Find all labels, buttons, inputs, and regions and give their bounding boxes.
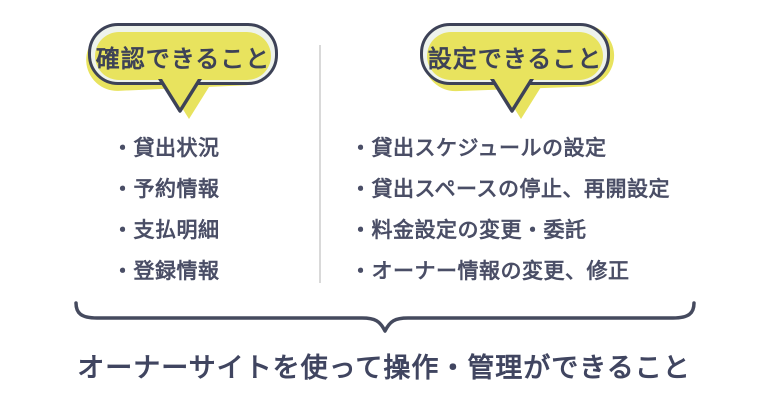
settings-list: ・ 貸出スケジュールの設定 ・ 貸出スペースの停止、再開設定 ・ 料金設定の変更… [350,126,670,290]
list-item-label: 貸出スケジュールの設定 [371,136,607,160]
speech-bubble-confirm: 確認できること [84,21,278,119]
speech-bubble-settings: 設定できること [420,23,616,119]
list-item-label: 支払明細 [133,218,220,242]
bullet-icon: ・ [112,259,134,283]
confirm-list: ・ 貸出状況 ・ 予約情報 ・ 支払明細 ・ 登録情報 [112,126,220,290]
list-item-label: 登録情報 [133,259,220,283]
bubble-fill [95,32,271,80]
bullet-icon: ・ [350,218,372,242]
list-item-label: 予約情報 [133,177,220,201]
bullet-icon: ・ [350,136,372,160]
bubble-label-settings: 設定できること [427,46,603,73]
speech-tail-icon [490,79,541,119]
bullet-icon: ・ [112,136,134,160]
list-item-label: 料金設定の変更・委託 [371,218,587,242]
list-item: ・ 貸出スペースの停止、再開設定 [350,167,670,208]
bubble-body [88,23,278,85]
list-item: ・ オーナー情報の変更、修正 [350,249,670,290]
bullet-icon: ・ [350,259,372,283]
list-item: ・ 支払明細 [112,208,220,249]
list-item-label: 貸出状況 [133,136,220,160]
bullet-icon: ・ [112,218,134,242]
column-divider [319,45,321,283]
list-item: ・ 料金設定の変更・委託 [350,208,670,249]
speech-tail-icon [158,79,209,119]
bullet-icon: ・ [112,177,134,201]
list-item: ・ 登録情報 [112,249,220,290]
bubble-fill [427,32,603,80]
bubble-label-confirm: 確認できること [95,46,271,73]
bullet-icon: ・ [350,177,372,201]
list-item-label: 貸出スペースの停止、再開設定 [371,177,670,201]
curly-brace-icon [74,301,696,333]
list-item: ・ 貸出状況 [112,126,220,167]
list-item: ・ 予約情報 [112,167,220,208]
bubble-body [420,23,610,85]
list-item: ・ 貸出スケジュールの設定 [350,126,670,167]
list-item-label: オーナー情報の変更、修正 [371,259,630,283]
figure-caption: オーナーサイトを使って操作・管理ができること [77,353,691,383]
